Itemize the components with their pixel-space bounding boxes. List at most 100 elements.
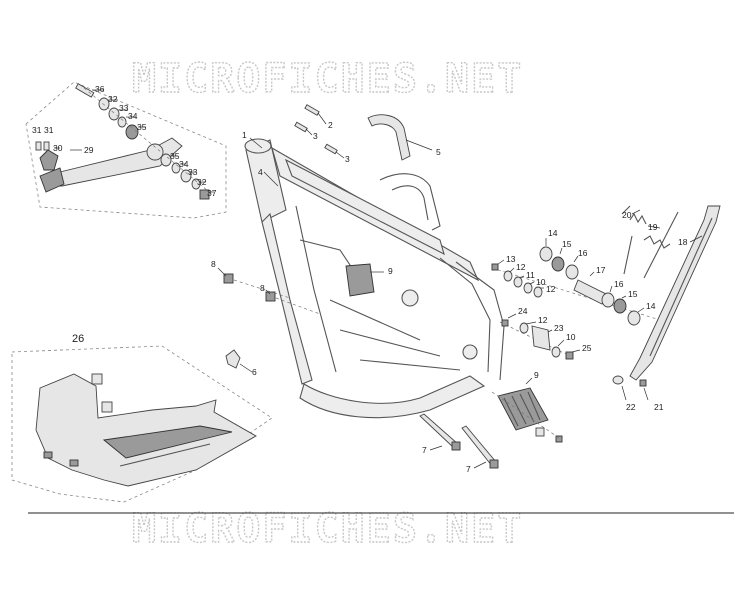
leader-16b xyxy=(609,285,613,293)
bolt-a xyxy=(43,451,53,459)
rear-subframe-2 xyxy=(391,185,429,221)
footpeg-spring xyxy=(535,427,545,437)
bearing-15b xyxy=(613,298,627,314)
callout-8a: 8 xyxy=(211,259,216,269)
bearing-15a xyxy=(551,256,565,272)
leader-15a xyxy=(559,247,563,255)
leader-11 xyxy=(519,275,525,279)
leader-12c xyxy=(525,321,537,325)
callout-15b: 15 xyxy=(628,289,638,299)
bolt-b xyxy=(69,459,79,467)
callout-34a: 34 xyxy=(128,111,138,121)
swingarm-pivot xyxy=(401,289,419,307)
leader-1 xyxy=(249,137,263,149)
footpeg-9-lower xyxy=(497,387,549,431)
leader-19 xyxy=(647,225,661,229)
callout-35a: 35 xyxy=(137,122,147,132)
kickstart-bolt xyxy=(75,83,95,98)
callout-3a: 3 xyxy=(313,131,318,141)
spring-20 xyxy=(621,205,647,275)
bolt-13 xyxy=(491,263,499,271)
washer-10a xyxy=(523,282,533,294)
cable-guide-2 xyxy=(304,104,320,116)
footpeg-teeth xyxy=(503,391,541,427)
rear-subframe xyxy=(379,173,441,231)
callout-35b: 35 xyxy=(170,151,180,161)
spacer-11 xyxy=(513,276,523,288)
callout-12b: 12 xyxy=(546,284,556,294)
clip-3b xyxy=(324,143,338,155)
callout-34b: 34 xyxy=(179,159,189,169)
callout-14a: 14 xyxy=(548,228,558,238)
callout-8b: 8 xyxy=(260,283,265,293)
callout-32b: 32 xyxy=(197,177,207,187)
leader-4 xyxy=(263,171,279,187)
skid-plate-group xyxy=(11,345,273,503)
washer-12b xyxy=(533,286,543,298)
skid-plate xyxy=(35,373,257,487)
watermark-top: MICROFICHES.NET xyxy=(132,56,523,102)
callout-10a: 10 xyxy=(536,277,546,287)
skid-plate-dashed-outline xyxy=(11,345,273,503)
kick-lever-pedal xyxy=(39,167,65,193)
callout-14b: 14 xyxy=(646,301,656,311)
sleeve-17 xyxy=(573,279,607,305)
callout-16a: 16 xyxy=(578,248,588,258)
leader-5 xyxy=(405,139,433,151)
nut-8a xyxy=(223,273,234,284)
callout-17: 17 xyxy=(596,265,606,275)
bolt-7a-head xyxy=(451,441,461,451)
callout-16b: 16 xyxy=(614,279,624,289)
leader-21 xyxy=(643,387,649,401)
callout-15a: 15 xyxy=(562,239,572,249)
side-stand-group xyxy=(612,205,721,401)
leader-6 xyxy=(239,363,253,373)
bracket-b xyxy=(101,401,113,413)
down-tube-right xyxy=(295,205,337,373)
callout-26: 26 xyxy=(72,333,84,345)
cross-member xyxy=(329,299,461,371)
lever-pivot xyxy=(146,143,164,161)
callout-31b: 31 xyxy=(44,125,54,135)
callout-9a: 9 xyxy=(388,266,393,276)
callout-9b: 9 xyxy=(534,370,539,380)
leader-23 xyxy=(547,329,553,333)
main-spar-2 xyxy=(455,261,505,381)
kickstart-dashed-outline xyxy=(25,81,227,219)
callout-6: 6 xyxy=(252,367,257,377)
washer-33 xyxy=(108,107,120,121)
leader-2 xyxy=(317,112,327,125)
callout-33b: 33 xyxy=(188,167,198,177)
callout-25: 25 xyxy=(582,343,592,353)
callout-20: 20 xyxy=(622,210,632,220)
callout-24: 24 xyxy=(518,306,528,316)
leader-20 xyxy=(631,209,641,215)
callout-2: 2 xyxy=(328,120,333,130)
pin-31b xyxy=(43,141,50,151)
callout-3b: 3 xyxy=(345,154,350,164)
down-tube-left xyxy=(261,212,313,385)
callout-1: 1 xyxy=(242,130,247,140)
pin-31a xyxy=(35,141,42,151)
callout-22: 22 xyxy=(626,402,636,412)
rubber-boot-30 xyxy=(39,149,59,171)
leader-16a xyxy=(573,255,579,263)
axis-8b xyxy=(275,297,321,315)
bushing-16b xyxy=(601,292,615,308)
leader-9b xyxy=(525,377,533,385)
callout-30: 30 xyxy=(53,143,63,153)
stand-spring-19 xyxy=(643,211,679,279)
side-stand-edge xyxy=(649,217,713,357)
skid-plate-slot xyxy=(119,443,211,467)
side-stand-18 xyxy=(629,205,721,381)
leader-3b xyxy=(335,151,345,159)
callout-37: 37 xyxy=(207,188,217,198)
clip-3a xyxy=(294,121,308,133)
leader-10a xyxy=(529,281,535,285)
skid-plate-rib xyxy=(102,425,233,459)
leader-12a xyxy=(509,267,515,273)
nut-25 xyxy=(565,351,574,360)
spring-clip-6 xyxy=(225,349,241,369)
callout-23: 23 xyxy=(554,323,564,333)
